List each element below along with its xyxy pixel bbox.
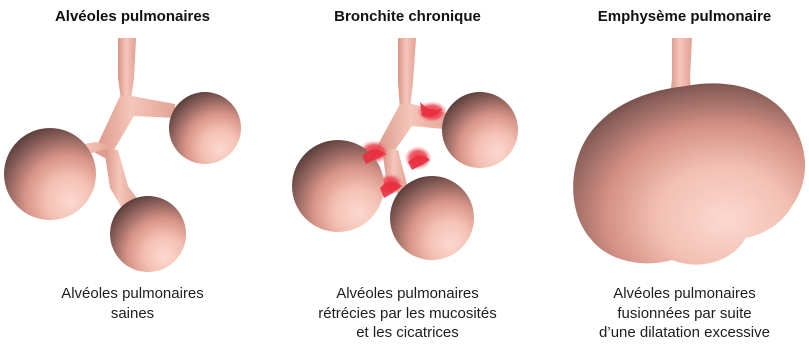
caption-line: Alvéoles pulmonaires [270, 284, 545, 304]
healthy-alveoli-illustration [0, 38, 265, 278]
bronchitis-alveoli-illustration [270, 38, 545, 278]
panel-healthy: Alvéoles pulmonaires Alvéoles pulmonaire… [0, 0, 265, 345]
caption-line: fusionnées par suite [560, 304, 809, 324]
caption-line: saines [0, 304, 265, 324]
alveolus-bottom [110, 196, 186, 272]
emphysema-alveoli-illustration [560, 38, 809, 278]
panel-caption: Alvéoles pulmonaires rétrécies par les m… [270, 284, 545, 343]
alveolus-bottom [390, 176, 474, 260]
alveolus-right [169, 92, 241, 164]
caption-line: d’une dilatation excessive [560, 323, 809, 343]
caption-line: Alvéoles pulmonaires [560, 284, 809, 304]
caption-line: Alvéoles pulmonaires [0, 284, 265, 304]
panel-bronchitis: Bronchite chronique Alvéoles pulmonaires… [270, 0, 545, 345]
alveolus-right [442, 92, 518, 168]
panel-title: Bronchite chronique [270, 8, 545, 26]
panel-caption: Alvéoles pulmonaires saines [0, 284, 265, 323]
panel-caption: Alvéoles pulmonaires fusionnées par suit… [560, 284, 809, 343]
caption-line: et les cicatrices [270, 323, 545, 343]
panel-emphysema: Emphysème pulmonaire Alvéoles pulmonaire… [560, 0, 809, 345]
panel-title: Alvéoles pulmonaires [0, 8, 265, 26]
panel-title: Emphysème pulmonaire [560, 8, 809, 26]
caption-line: rétrécies par les mucosités [270, 304, 545, 324]
fused-alveolus [573, 83, 805, 264]
alveolus-left [4, 128, 96, 220]
